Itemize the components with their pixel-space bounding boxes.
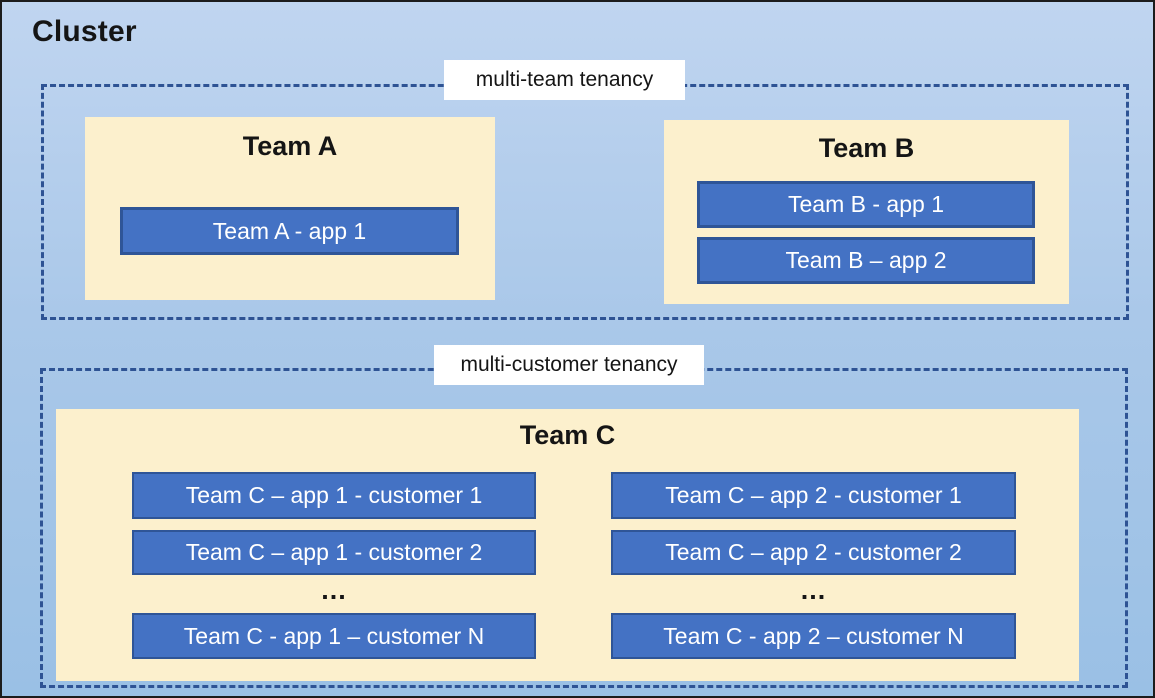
app-box-team-c-app-2-customer-1: Team C – app 2 - customer 1 [611,472,1016,519]
app-box-team-c-app-1-customer-n: Team C - app 1 – customer N [132,613,536,659]
team-b-box: Team B Team B - app 1 Team B – app 2 [664,120,1069,304]
app-box-team-c-app-2-customer-2: Team C – app 2 - customer 2 [611,530,1016,575]
team-a-title: Team A [242,131,338,161]
app-box-team-b-app-2: Team B – app 2 [697,237,1035,284]
ellipsis-app-1: ... [321,575,347,605]
app-box-team-c-app-2-customer-n: Team C - app 2 – customer N [611,613,1016,659]
multi-team-tenancy-label: multi-team tenancy [444,60,685,100]
ellipsis-app-2: ... [800,575,827,605]
team-c-title: Team C [519,420,616,450]
team-c-box: Team C Team C – app 1 - customer 1 Team … [56,409,1079,681]
team-b-title: Team B [818,133,915,163]
app-box-team-c-app-1-customer-1: Team C – app 1 - customer 1 [132,472,536,519]
app-box-team-b-app-1: Team B - app 1 [697,181,1035,228]
cluster-title: Cluster [32,15,137,48]
team-a-box: Team A Team A - app 1 [85,117,495,300]
multi-customer-tenancy-label: multi-customer tenancy [434,345,704,385]
app-box-team-c-app-1-customer-2: Team C – app 1 - customer 2 [132,530,536,575]
app-box-team-a-app-1: Team A - app 1 [120,207,459,255]
